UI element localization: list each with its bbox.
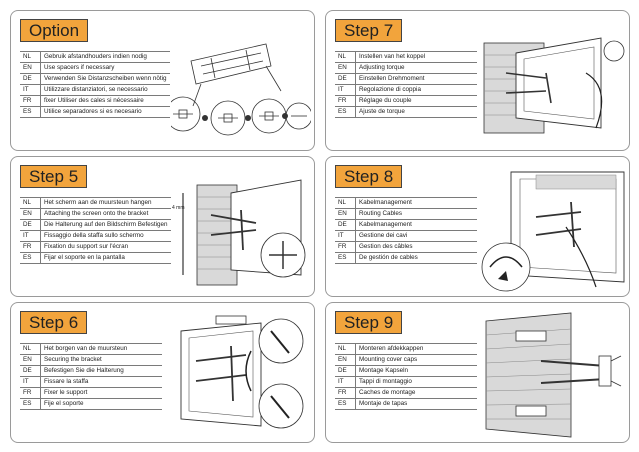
torque-illustration	[483, 37, 625, 134]
cable-routing-illustration	[481, 171, 625, 292]
hang-screen-illustration	[182, 179, 306, 286]
dimension-label: 4 mm	[172, 205, 185, 211]
panel-title: Step 8	[335, 165, 403, 188]
secure-bracket-illustration	[180, 315, 304, 429]
cover-caps-illustration	[485, 312, 622, 438]
panel-title: Option	[20, 19, 89, 42]
panel-title: Step 6	[20, 311, 88, 334]
spacer-illustration	[171, 43, 311, 136]
panel-title: Step 7	[335, 19, 403, 42]
panel-title: Step 5	[20, 165, 88, 188]
panel-title: Step 9	[335, 311, 403, 334]
